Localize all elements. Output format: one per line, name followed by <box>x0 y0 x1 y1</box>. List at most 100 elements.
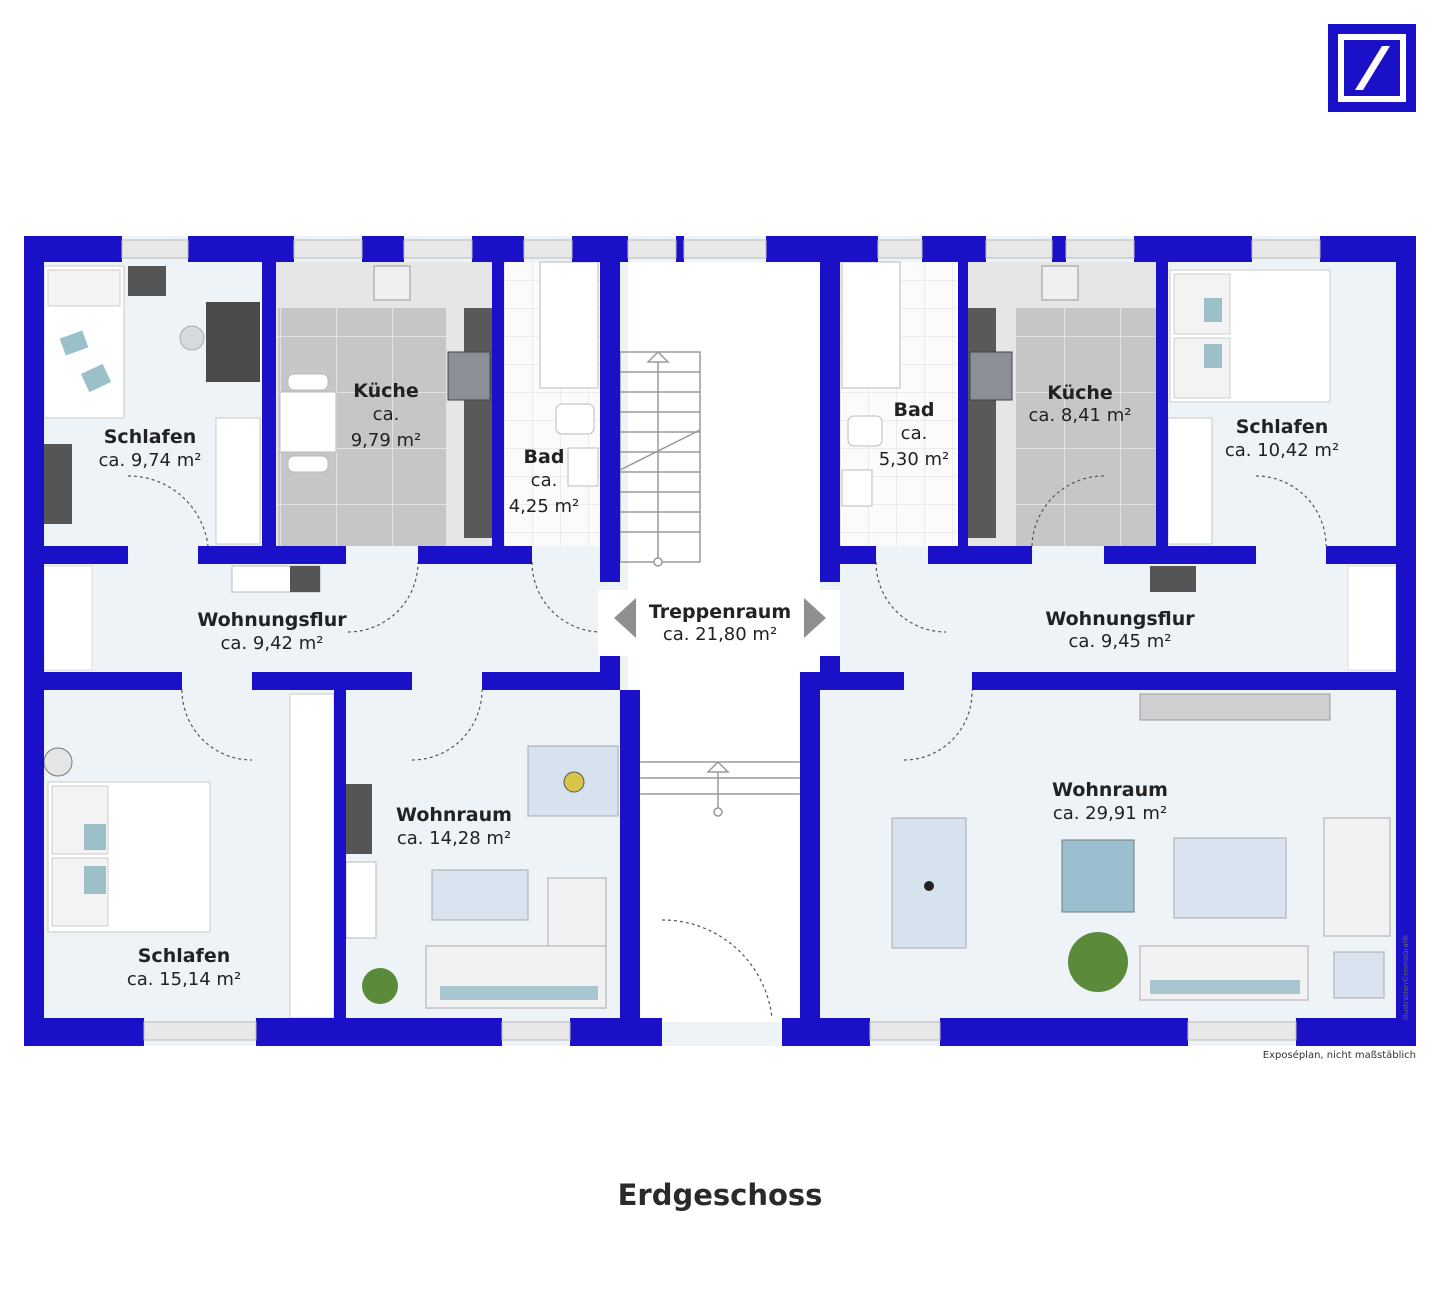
cabinet <box>290 566 320 592</box>
wall-left <box>24 236 44 1046</box>
window <box>293 239 363 259</box>
kitchen-sink <box>1041 265 1079 301</box>
hall-closet <box>43 565 93 671</box>
room-area: ca. <box>373 404 400 425</box>
window <box>683 239 767 259</box>
sofa <box>1323 817 1391 937</box>
room-area: ca. 10,42 m² <box>1225 440 1339 461</box>
desk <box>206 302 260 382</box>
kitchen-counter <box>968 308 996 538</box>
plant <box>362 968 398 1004</box>
stair-break-line <box>619 429 701 471</box>
room-area: ca. 9,45 m² <box>1069 631 1172 652</box>
sofa-cushions <box>1150 980 1300 994</box>
door-swing <box>1255 475 1327 547</box>
stove <box>969 351 1013 401</box>
window <box>501 1021 571 1041</box>
wall-top <box>676 236 684 262</box>
corner-sofa <box>425 877 607 1009</box>
room-name: Wohnraum <box>396 804 512 826</box>
wall-interior <box>1156 262 1168 548</box>
door-swing <box>1031 475 1105 547</box>
lamp <box>43 747 73 777</box>
stair-start-dot <box>653 557 663 567</box>
door-swing <box>347 561 419 633</box>
wall-interior <box>262 262 276 548</box>
wall-interior <box>44 672 182 690</box>
room-area: 4,25 m² <box>509 496 580 517</box>
bed-cushion <box>59 330 89 356</box>
room-schlafen-2: Schlafen ca. 15,14 m² <box>127 945 241 990</box>
wall-interior <box>928 546 1032 564</box>
stove <box>447 351 491 401</box>
toilet <box>555 403 595 435</box>
wall-interior <box>418 546 532 564</box>
washbasin <box>841 469 873 507</box>
room-name: Schlafen <box>104 426 197 448</box>
room-area: ca. 9,42 m² <box>221 633 324 654</box>
cabinet <box>346 784 372 854</box>
wall-bottom <box>256 1018 502 1046</box>
room-area: ca. 15,14 m² <box>127 969 241 990</box>
wall-interior <box>800 672 904 690</box>
window <box>403 239 473 259</box>
wall-top <box>1052 236 1066 262</box>
nightstand <box>128 266 166 296</box>
arrow-right-icon <box>804 598 826 638</box>
window <box>1065 239 1135 259</box>
door-swing <box>411 689 483 761</box>
room-area: ca. <box>531 470 558 491</box>
room-schlafen-3: Schlafen ca. 10,42 m² <box>1225 416 1339 461</box>
room-kueche-1: Küche ca. 9,79 m² <box>351 380 422 451</box>
room-area: ca. 14,28 m² <box>397 828 511 849</box>
door-swings <box>127 475 1327 1019</box>
coffee-table <box>431 869 529 921</box>
bed-cushion <box>80 363 112 393</box>
room-area: ca. <box>901 423 928 444</box>
room-wohnraum-2: Wohnraum ca. 29,91 m² <box>1052 779 1168 824</box>
door-swing <box>875 561 947 633</box>
washbasin <box>567 447 599 487</box>
table-decor <box>924 881 934 891</box>
wall-stair-left <box>620 690 640 1022</box>
wall-stair-right <box>820 262 840 582</box>
wall-interior <box>482 672 620 690</box>
wall-bottom <box>1296 1018 1416 1046</box>
bed-cushion <box>1204 298 1222 322</box>
wall-top <box>472 236 524 262</box>
deutsche-bank-logo <box>1328 24 1416 112</box>
illustration-credit: illustration©immoGrafik <box>1402 934 1410 1020</box>
wall-interior <box>44 546 128 564</box>
landing-arrows <box>614 598 826 638</box>
plant <box>1068 932 1128 992</box>
window <box>869 1021 941 1041</box>
room-name: Wohnungsflur <box>197 609 347 631</box>
room-wohnungsflur-1: Wohnungsflur ca. 9,42 m² <box>197 609 347 654</box>
room-area: 5,30 m² <box>879 449 950 470</box>
wardrobe <box>1167 417 1213 545</box>
room-area: ca. 21,80 m² <box>663 624 777 645</box>
window <box>985 239 1053 259</box>
room-bad-1: Bad ca. 4,25 m² <box>509 446 580 517</box>
stair-arrow-up <box>646 350 670 363</box>
wall-bottom <box>782 1018 870 1046</box>
lower-flight-treads <box>640 761 800 795</box>
door-swing <box>531 561 601 633</box>
room-area: ca. 8,41 m² <box>1029 405 1132 426</box>
room-schlafen-1: Schlafen ca. 9,74 m² <box>99 426 202 471</box>
room-name: Wohnungsflur <box>1045 608 1195 630</box>
room-wohnraum-1: Wohnraum ca. 14,28 m² <box>396 804 512 849</box>
wall-top <box>1134 236 1252 262</box>
toilet <box>847 415 883 447</box>
stairs <box>619 350 800 817</box>
bathtub <box>841 261 901 389</box>
coffee-table <box>1173 837 1287 919</box>
room-name: Wohnraum <box>1052 779 1168 801</box>
bed-cushion <box>84 824 106 850</box>
cabinet <box>1150 566 1196 592</box>
wall-interior <box>334 690 346 1020</box>
door-swing <box>127 475 209 547</box>
chair <box>287 455 329 473</box>
wall-interior <box>840 546 876 564</box>
